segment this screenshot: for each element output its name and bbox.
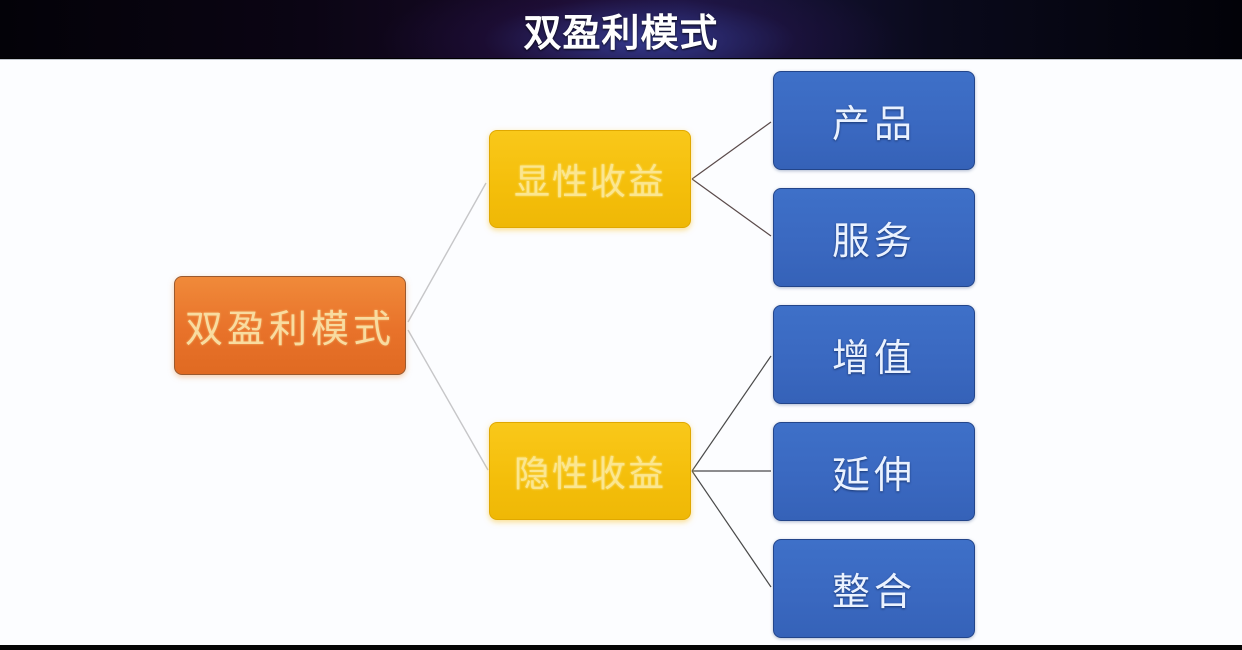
- leaf-node-label: 服务: [831, 219, 916, 263]
- branch-node-implicit-revenue: 隐性收益: [489, 422, 691, 520]
- connector-root-implicit: [407, 329, 489, 471]
- bottom-border: [0, 645, 1242, 650]
- leaf-node-value-added: 增值: [773, 305, 975, 404]
- connector-explicit-service: [691, 178, 772, 237]
- connector-root-explicit: [407, 182, 487, 323]
- root-node-label: 双盈利模式: [184, 307, 395, 351]
- root-node: 双盈利模式: [174, 276, 406, 375]
- leaf-node-product: 产品: [773, 71, 975, 170]
- leaf-node-integration: 整合: [773, 539, 975, 638]
- leaf-node-label: 产品: [831, 102, 916, 146]
- connector-implicit-valueadd: [691, 355, 772, 472]
- connector-explicit-product: [691, 121, 772, 180]
- leaf-node-label: 增值: [831, 336, 916, 380]
- branch-node-explicit-revenue: 显性收益: [489, 130, 691, 228]
- leaf-node-label: 延伸: [831, 453, 916, 497]
- page-title: 双盈利模式: [523, 11, 719, 55]
- connector-implicit-integration: [691, 470, 772, 588]
- leaf-node-label: 整合: [831, 570, 916, 614]
- branch-node-label: 显性收益: [513, 162, 666, 203]
- branch-node-label: 隐性收益: [513, 454, 666, 495]
- leaf-node-service: 服务: [773, 188, 975, 287]
- leaf-node-extension: 延伸: [773, 422, 975, 521]
- title-banner: 双盈利模式: [0, 0, 1242, 58]
